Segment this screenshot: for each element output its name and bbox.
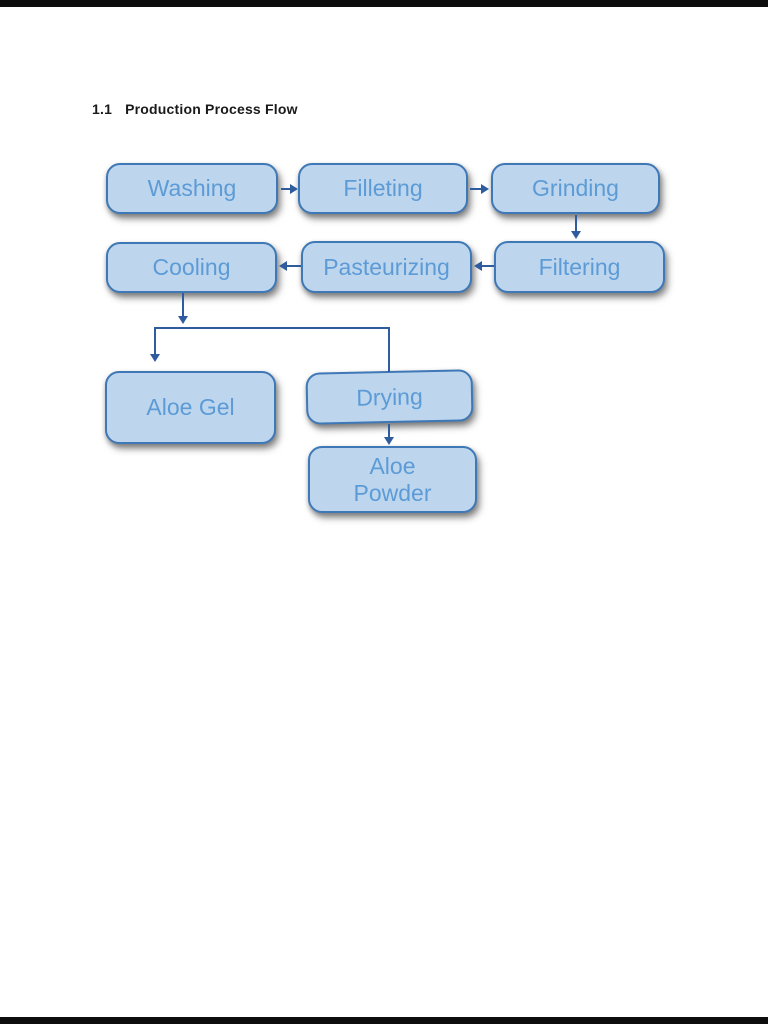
edge-filtering-pasteurizing-line — [482, 265, 494, 267]
edge-branch-aloe-gel-arrowhead-icon — [150, 354, 160, 362]
node-cooling: Cooling — [106, 242, 277, 293]
edge-drying-aloe-powder-line — [388, 424, 390, 437]
edge-branch-drying-line — [388, 329, 390, 372]
node-pasteurizing-label: Pasteurizing — [323, 253, 450, 280]
section-title: Production Process Flow — [125, 101, 298, 117]
node-filleting: Filleting — [298, 163, 468, 214]
branch-bar-line — [154, 327, 390, 329]
node-grinding-label: Grinding — [532, 175, 619, 201]
node-grinding: Grinding — [491, 163, 660, 214]
node-aloe-gel-label: Aloe Gel — [146, 394, 235, 420]
edge-filtering-pasteurizing-arrowhead-icon — [474, 261, 482, 271]
section-number: 1.1 — [92, 101, 113, 117]
node-washing-label: Washing — [147, 175, 237, 201]
edge-branch-aloe-gel-line — [154, 329, 156, 354]
top-letterbox-bar — [0, 0, 768, 7]
edge-drying-aloe-powder-arrowhead-icon — [384, 437, 394, 445]
node-aloe-powder-label-line2: Powder — [353, 479, 432, 506]
node-aloe-powder-label: Aloe Powder — [354, 453, 432, 507]
node-drying-label: Drying — [355, 382, 423, 411]
edge-washing-filleting-arrowhead-icon — [290, 184, 298, 194]
bottom-letterbox-bar — [0, 1017, 768, 1024]
edge-grinding-filtering-arrowhead-icon — [571, 231, 581, 239]
node-aloe-powder: Aloe Powder — [308, 446, 477, 513]
edge-pasteurizing-cooling-line — [287, 265, 301, 267]
edge-pasteurizing-cooling-arrowhead-icon — [279, 261, 287, 271]
section-heading: 1.1 Production Process Flow — [92, 101, 298, 117]
node-cooling-label: Cooling — [152, 254, 231, 280]
node-drying: Drying — [305, 369, 474, 425]
node-filleting-label: Filleting — [343, 175, 423, 201]
edge-filleting-grinding-arrowhead-icon — [481, 184, 489, 194]
edge-grinding-filtering-line — [575, 215, 577, 232]
node-washing: Washing — [106, 163, 278, 214]
node-pasteurizing: Pasteurizing — [301, 241, 472, 293]
node-filtering-label: Filtering — [538, 253, 621, 280]
edge-cooling-branch-line — [182, 293, 184, 316]
edge-washing-filleting-line — [281, 188, 291, 190]
node-filtering: Filtering — [494, 241, 665, 293]
edge-filleting-grinding-line — [470, 188, 482, 190]
node-aloe-powder-label-line1: Aloe — [369, 452, 416, 479]
edge-cooling-branch-arrowhead-icon — [178, 316, 188, 324]
node-aloe-gel: Aloe Gel — [105, 371, 276, 444]
